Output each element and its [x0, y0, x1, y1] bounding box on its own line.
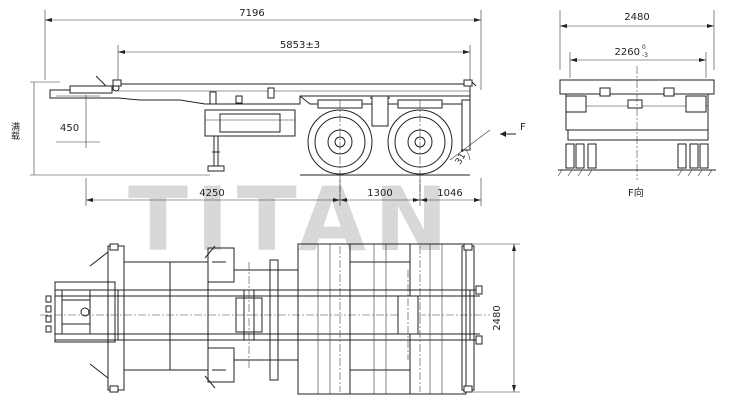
watermark-text: TITAN	[128, 168, 456, 271]
wheel-front	[307, 100, 373, 200]
ground-hatch	[557, 169, 713, 177]
dim-plan-width: 2480	[468, 243, 520, 393]
twistlock-span-label: 2260	[615, 47, 640, 58]
rear-overhang-label: 1046	[437, 188, 462, 199]
end-view: 2480 2260 0 -3	[557, 10, 716, 199]
view-marker-label: F	[520, 122, 526, 133]
departure-angle-label: 31°	[454, 148, 471, 167]
dim-end-width: 2480	[559, 10, 715, 70]
kingpin-height-label: 450	[60, 123, 79, 134]
kingpin-to-rear-label: 5853±3	[280, 40, 320, 51]
view-marker-f: F	[500, 122, 526, 137]
end-view-caption: F向	[628, 186, 644, 199]
end-width-label: 2480	[624, 12, 649, 23]
axle-spread-label: 1300	[367, 188, 392, 199]
overall-length-label: 7196	[239, 8, 264, 19]
front-to-axle-label: 4250	[199, 188, 224, 199]
dim-kingpin-to-rear: 5853±3	[117, 40, 471, 82]
twistlock-span-sub: -3	[642, 52, 648, 59]
side-frame	[49, 75, 477, 172]
dim-kingpin-height: 450	[56, 95, 100, 148]
dim-twistlock-span: 2260 0 -3	[569, 44, 707, 78]
plan-view: 2480	[40, 243, 520, 395]
side-view: 7196 5853±3 满载 450	[9, 8, 526, 206]
dim-bottom-chain: 4250 1300 1046	[85, 178, 482, 206]
wheel-rear	[387, 100, 453, 200]
twistlock-span-sup: 0	[642, 44, 646, 51]
plan-width-label: 2480	[492, 305, 503, 330]
dim-overall-length: 7196	[44, 8, 482, 90]
full-load-label: 满载	[9, 122, 20, 141]
